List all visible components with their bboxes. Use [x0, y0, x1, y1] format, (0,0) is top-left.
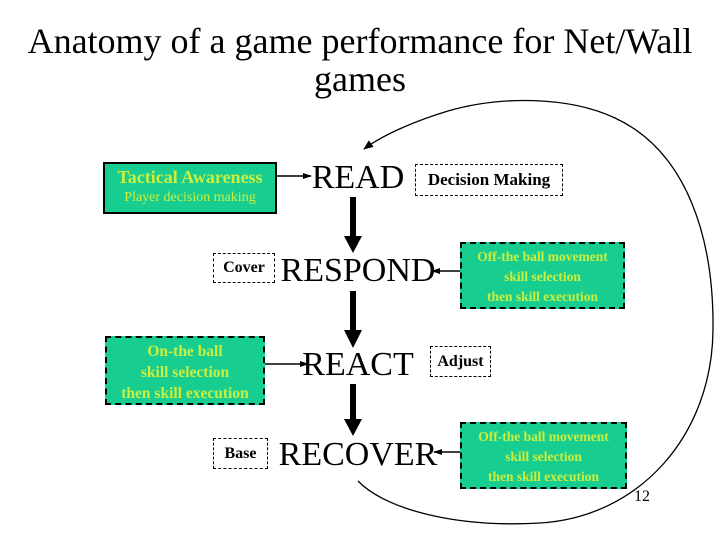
- on-ball-line3: then skill execution: [121, 385, 249, 402]
- on-ball-box: On-the ball skill selection then skill e…: [105, 336, 265, 405]
- adjust-box: Adjust: [430, 346, 491, 377]
- off-ball-movement-top-box: Off-the ball movement skill selection th…: [460, 242, 625, 309]
- stage-react: REACT: [302, 346, 414, 383]
- arrow-read-to-respond: [344, 197, 362, 253]
- slide-title-line2: games: [314, 59, 406, 99]
- base-box: Base: [213, 438, 268, 469]
- off-ball-bottom-line2: skill selection: [505, 449, 582, 464]
- arrow-react-to-recover: [344, 384, 362, 436]
- on-ball-line1: On-the ball: [147, 343, 223, 360]
- off-ball-bottom-line3: then skill execution: [487, 469, 599, 484]
- tactical-awareness-box: Tactical Awareness Player decision makin…: [103, 162, 277, 214]
- on-ball-line2: skill selection: [140, 364, 230, 381]
- off-ball-movement-bottom-box: Off-the ball movement skill selection th…: [460, 422, 627, 489]
- off-ball-top-line3: then skill execution: [486, 289, 598, 304]
- player-decision-making-label: Player decision making: [124, 190, 256, 205]
- arrow-respond-to-react: [344, 291, 362, 348]
- off-ball-bottom-line1: Off-the ball movement: [478, 429, 609, 444]
- arrow-recover-loop-to-read: [357, 99, 714, 525]
- slide-title-line1: Anatomy of a game performance for Net/Wa…: [27, 21, 693, 61]
- decision-making-box: Decision Making: [415, 164, 563, 196]
- tactical-awareness-label: Tactical Awareness: [117, 167, 263, 187]
- off-ball-top-line2: skill selection: [504, 269, 581, 284]
- stage-recover: RECOVER: [278, 436, 438, 473]
- slide-title: Anatomy of a game performance for Net/Wa…: [0, 22, 720, 98]
- stage-read: READ: [311, 159, 405, 196]
- off-ball-top-line1: Off-the ball movement: [477, 249, 608, 264]
- cover-box: Cover: [213, 253, 275, 283]
- page-number: 12: [634, 488, 650, 505]
- stage-respond: RESPOND: [280, 252, 436, 289]
